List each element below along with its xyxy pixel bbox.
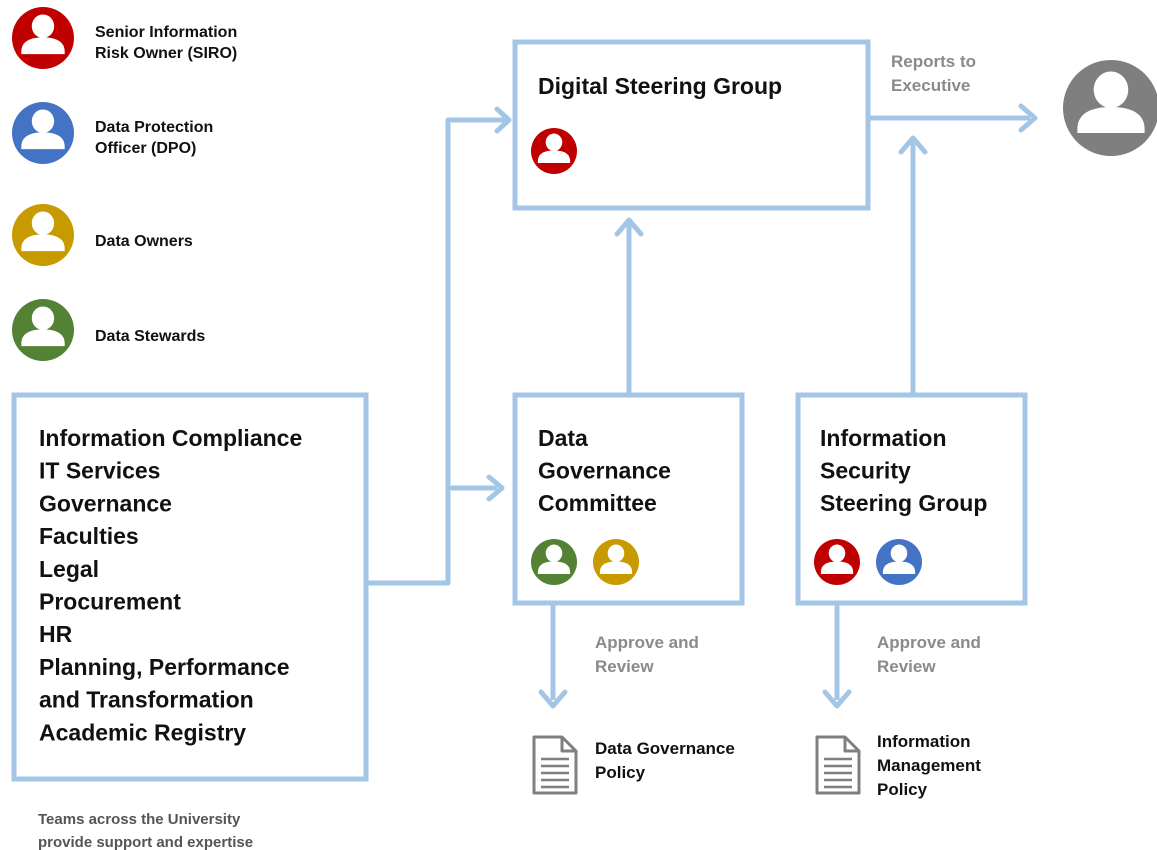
teams-to-committees-connector <box>366 117 505 586</box>
legend-label-dpo: Data Protection Officer (DPO) <box>95 119 218 157</box>
digital-steering-group-box: Digital Steering Group <box>512 39 871 211</box>
data-governance-committee-title: Data Governance Committee <box>538 425 677 516</box>
information-management-policy-label: Information Management Policy <box>877 732 986 799</box>
legend-label-siro: Senior Information Risk Owner (SIRO) <box>95 24 242 62</box>
arrowhead-to-steering-group <box>494 106 512 134</box>
legend-item-data-stewards: Data Stewards <box>12 299 205 361</box>
arrowhead-to-executive <box>1018 103 1038 133</box>
legend-label-data-stewards: Data Stewards <box>95 328 205 345</box>
document-icon <box>532 735 578 795</box>
dgc-approve-review-label: Approve and Review <box>595 633 704 676</box>
issg-approve-review-label: Approve and Review <box>877 633 986 676</box>
arrowhead-dgc-down <box>538 689 568 709</box>
connectors <box>366 103 1038 709</box>
arrowhead-issg-up <box>898 135 928 155</box>
digital-steering-group-title: Digital Steering Group <box>538 73 782 99</box>
executive-avatar <box>1063 60 1157 156</box>
document-icon <box>815 735 861 795</box>
reports-to-executive-label: Reports to Executive <box>891 52 981 95</box>
teams-list: Information Compliance IT Services Gover… <box>39 425 309 745</box>
information-security-steering-group-box: Information Security Steering Group <box>795 392 1028 606</box>
legend-item-siro: Senior Information Risk Owner (SIRO) <box>12 7 242 69</box>
information-security-steering-group-title: Information Security Steering Group <box>820 425 987 516</box>
legend: Senior Information Risk Owner (SIRO) Dat… <box>12 7 242 361</box>
legend-item-data-owners: Data Owners <box>12 204 193 266</box>
data-governance-policy-label: Data Governance Policy <box>595 739 740 782</box>
legend-item-dpo: Data Protection Officer (DPO) <box>12 102 218 164</box>
teams-footer-text: Teams across the University provide supp… <box>38 811 253 850</box>
arrowhead-to-dgc <box>486 474 505 502</box>
arrowhead-issg-down <box>822 689 852 709</box>
teams-box-frame <box>11 392 369 782</box>
data-governance-policy: Data Governance Policy <box>532 735 740 795</box>
digital-steering-group-frame <box>512 39 871 211</box>
legend-label-data-owners: Data Owners <box>95 233 193 250</box>
information-management-policy: Information Management Policy <box>815 732 986 799</box>
data-governance-committee-box: Data Governance Committee <box>512 392 745 606</box>
teams-box: Information Compliance IT Services Gover… <box>11 392 369 782</box>
arrowhead-dgc-up <box>614 217 644 237</box>
